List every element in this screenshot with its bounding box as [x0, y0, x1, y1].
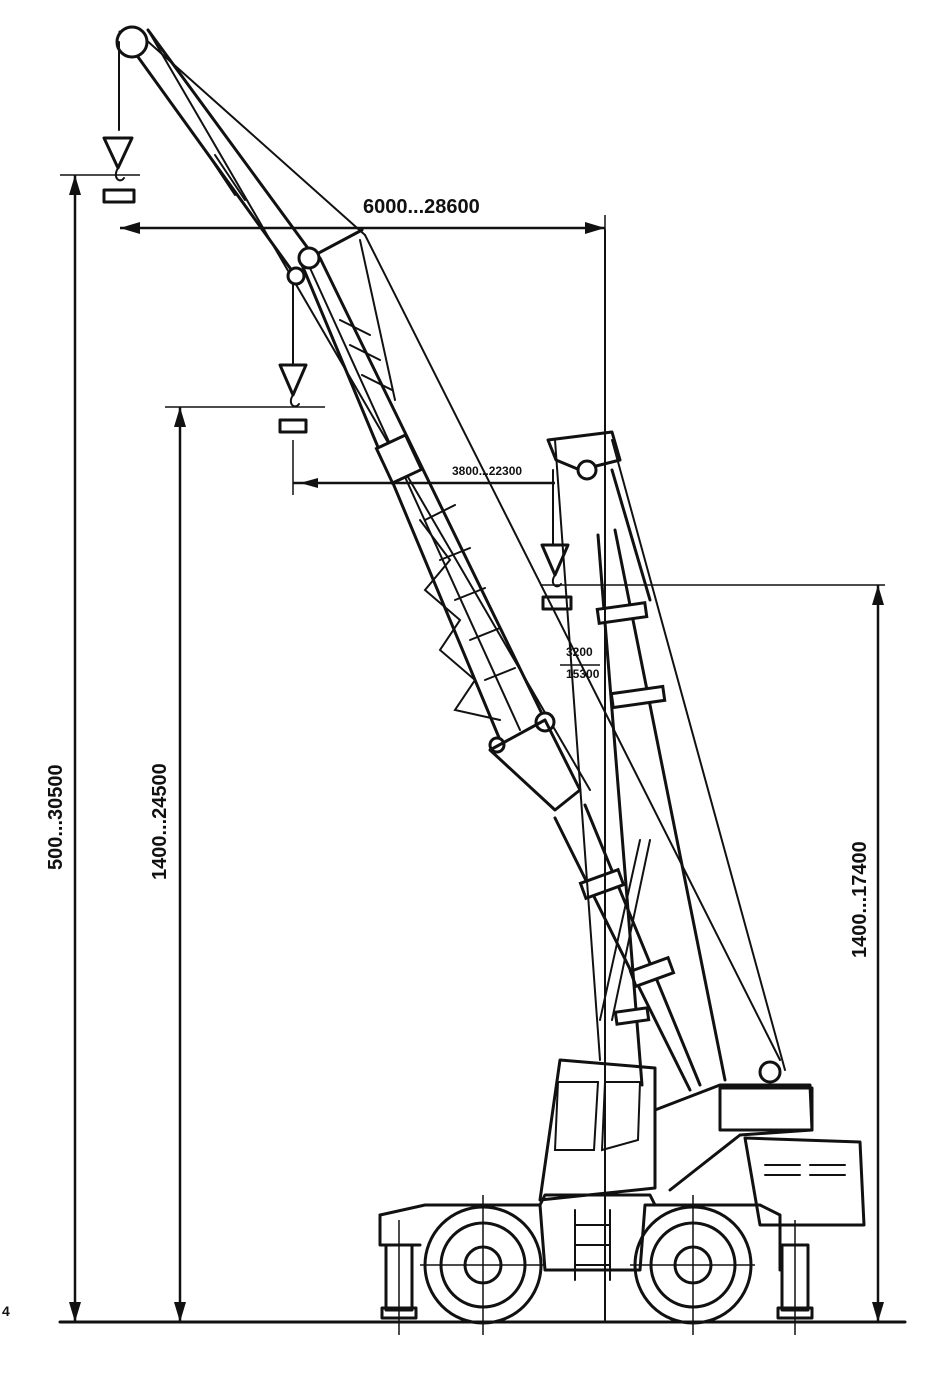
label-radius-main: 6000...28600 [363, 196, 480, 218]
label-radius-short-b: 15300 [566, 667, 600, 681]
label-height-jib: 1400...24500 [149, 763, 171, 880]
label-height-main: 500...30500 [45, 764, 67, 870]
dimension-lines [60, 174, 885, 1322]
front-wheel [420, 1195, 545, 1335]
crane-carrier [378, 1058, 866, 1335]
lattice-extension [286, 239, 556, 754]
label-radius-short-a: 3200 [566, 645, 593, 659]
front-outrigger [380, 1220, 418, 1335]
rear-wheel [630, 1195, 755, 1335]
hook-block-jib [278, 363, 308, 434]
fly-jib [115, 25, 591, 791]
label-height-short: 1400...17400 [849, 841, 871, 958]
hook-block-main [102, 136, 136, 204]
margin-mark: 4 [2, 1303, 10, 1319]
jib-head-sheave [115, 25, 149, 59]
main-boom-extended [364, 234, 781, 1092]
rear-outrigger [776, 1220, 814, 1335]
operator-cab [538, 1058, 657, 1202]
label-radius-jib: 3800...22300 [452, 464, 522, 478]
